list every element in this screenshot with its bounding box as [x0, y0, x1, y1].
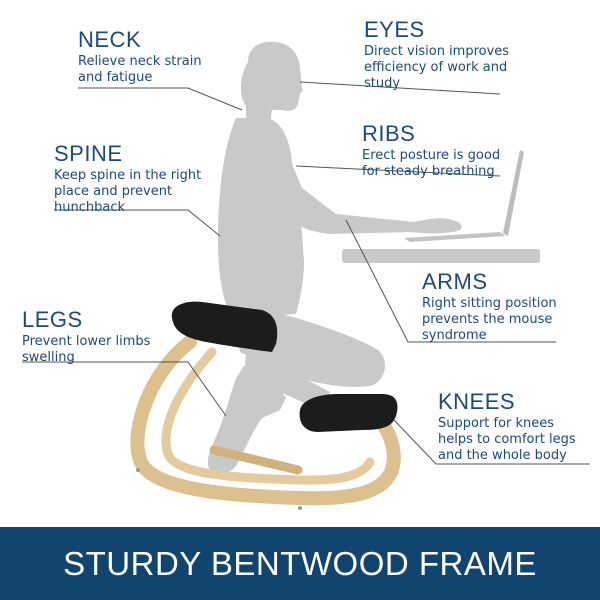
eyes-title: EYES: [364, 17, 425, 42]
arms-description-line: syndrome: [422, 328, 487, 343]
spine-callout: SPINE Keep spine in the right place and …: [54, 142, 201, 216]
ribs-title: RIBS: [362, 121, 416, 146]
laptop-icon: [404, 150, 524, 242]
spine-description-line: place and prevent: [54, 184, 173, 199]
footer-banner: STURDY BENTWOOD FRAME: [0, 527, 600, 600]
knee-cushion: [299, 394, 398, 432]
bentwood-frame: [130, 335, 401, 506]
leader-lines: [22, 81, 590, 465]
neck-description-line: and fatigue: [78, 70, 153, 85]
ribs-description: Erect posture is good for steady breathi…: [362, 148, 500, 180]
arms-description-line: Right sitting position: [422, 296, 557, 311]
knees-description: Support for knees helps to comfort legs …: [438, 416, 576, 464]
spine-description: Keep spine in the right place and preven…: [54, 168, 201, 216]
arms-callout: ARMS Right sitting position prevents the…: [422, 270, 557, 344]
footer-text: STURDY BENTWOOD FRAME: [63, 544, 537, 582]
knees-description-line: Support for knees: [438, 416, 555, 431]
arms-description: Right sitting position prevents the mous…: [422, 296, 557, 344]
knees-callout: KNEES Support for knees helps to comfort…: [438, 390, 576, 464]
legs-description-line: swelling: [22, 350, 75, 365]
neck-title: NECK: [78, 27, 142, 52]
ribs-description-line: Erect posture is good: [362, 148, 501, 163]
knees-description-line: and the whole body: [438, 448, 567, 463]
knees-description-line: helps to comfort legs: [438, 432, 576, 447]
person-silhouette: [207, 41, 462, 475]
ribs-description-line: for steady breathing: [362, 164, 495, 179]
legs-description-line: Prevent lower limbs: [22, 334, 151, 349]
illustration: [22, 41, 590, 510]
arms-title: ARMS: [422, 269, 488, 294]
knees-title: KNEES: [438, 389, 516, 414]
ribs-callout: RIBS Erect posture is good for steady br…: [362, 122, 500, 180]
eyes-description-line: study: [364, 76, 401, 91]
legs-title: LEGS: [22, 307, 83, 332]
neck-description-line: Relieve neck strain: [78, 54, 202, 69]
arms-description-line: prevents the mouse: [422, 312, 553, 327]
spine-description-line: hunchback: [54, 200, 125, 215]
eyes-description-line: efficiency of work and: [364, 60, 508, 75]
spine-description-line: Keep spine in the right: [54, 168, 202, 183]
legs-callout: LEGS Prevent lower limbs swelling: [22, 308, 150, 366]
eyes-description: Direct vision improves efficiency of wor…: [364, 44, 509, 92]
spine-title: SPINE: [54, 141, 123, 166]
seat-cushion: [171, 301, 278, 352]
eyes-description-line: Direct vision improves: [364, 44, 510, 59]
neck-callout: NECK Relieve neck strain and fatigue: [78, 28, 202, 86]
legs-description: Prevent lower limbs swelling: [22, 334, 150, 366]
desk-surface: [342, 249, 540, 263]
eyes-callout: EYES Direct vision improves efficiency o…: [364, 18, 509, 92]
neck-description: Relieve neck strain and fatigue: [78, 54, 202, 86]
